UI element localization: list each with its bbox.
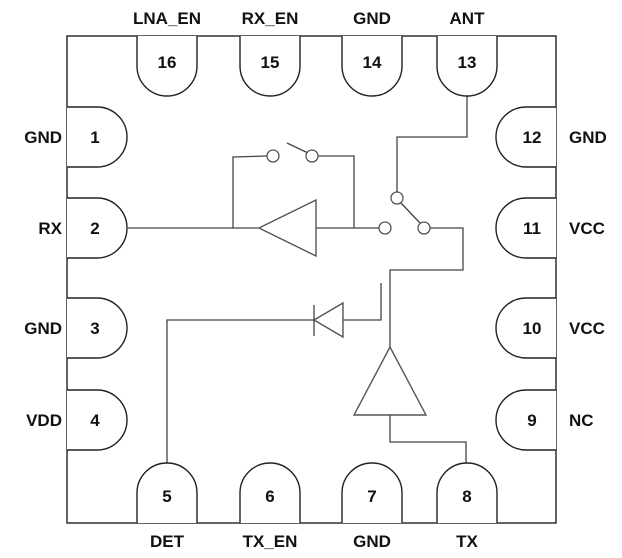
bypass-wire-right: [318, 155, 355, 228]
pin-11: 11 VCC: [495, 197, 605, 259]
pin-10: 10 VCC: [495, 297, 605, 359]
chip-body: [66, 35, 557, 524]
pin-pad: [67, 389, 128, 451]
pin-label: ANT: [450, 9, 486, 28]
pins: 16LNA_EN15RX_EN14GND13ANT5DET6TX_EN7GND8…: [24, 9, 607, 551]
pin-label: GND: [24, 128, 62, 147]
pin-pad: [495, 389, 556, 451]
pin-number: 11: [523, 219, 541, 238]
pin-number: 9: [527, 411, 536, 430]
pin-9: 9 NC: [495, 389, 594, 451]
tx-wire: [389, 415, 467, 463]
pin-2: 2 RX: [38, 197, 128, 259]
pin-8: 8TX: [436, 462, 498, 551]
detector-diode-symbol: [312, 301, 344, 339]
pin-4: 4 VDD: [26, 389, 128, 451]
pin-number: 10: [523, 319, 542, 338]
pin-pad: [136, 462, 198, 523]
pin-number: 3: [90, 319, 99, 338]
internal-circuit: [128, 96, 468, 463]
antenna-switch-rx-node: [378, 221, 392, 235]
pin-label: VCC: [569, 219, 605, 238]
pin-label: GND: [353, 532, 391, 551]
pin-number: 5: [162, 487, 171, 506]
bypass-switch-node-a: [266, 149, 280, 163]
pin-label: LNA_EN: [133, 9, 201, 28]
pin-label: VCC: [569, 319, 605, 338]
pin-number: 13: [458, 53, 477, 72]
pin-pad: [495, 197, 556, 259]
pin-number: 16: [158, 53, 177, 72]
pin-number: 15: [261, 53, 280, 72]
bypass-wire-left: [232, 155, 268, 228]
pin-pad: [67, 106, 128, 168]
antenna-switch-arm: [400, 202, 421, 224]
pin-pad: [341, 36, 403, 97]
pin-number: 12: [523, 128, 542, 147]
antenna-switch-common-node: [390, 191, 404, 205]
bypass-switch-arm: [286, 142, 309, 154]
pin-number: 14: [363, 53, 382, 72]
pin-label: NC: [569, 411, 594, 430]
pin-6: 6TX_EN: [239, 462, 301, 551]
pin-15: 15 RX_EN: [239, 9, 301, 97]
pin-pad: [67, 197, 128, 259]
pin-12: 12 GND: [495, 106, 607, 168]
pin-label: TX_EN: [243, 532, 298, 551]
pin-label: GND: [353, 9, 391, 28]
pin-number: 2: [90, 219, 99, 238]
pin-label: GND: [24, 319, 62, 338]
detector-tap-wire: [343, 283, 382, 321]
pin-pad: [136, 36, 198, 97]
pin-16: 16 LNA_EN: [133, 9, 201, 97]
ant-wire: [396, 96, 468, 192]
antenna-switch-tx-node: [417, 221, 431, 235]
pin-number: 7: [367, 487, 376, 506]
pin-pad: [67, 297, 128, 359]
pin-label: DET: [150, 532, 185, 551]
pin-pad: [495, 106, 556, 168]
bypass-switch-node-b: [305, 149, 319, 163]
pin-3: 3 GND: [24, 297, 128, 359]
pin-number: 1: [90, 128, 99, 147]
pin-pad: [239, 462, 301, 523]
pin-number: 4: [90, 411, 100, 430]
pin-pad: [436, 462, 498, 523]
pin-number: 8: [462, 487, 471, 506]
pin-pad: [239, 36, 301, 97]
pin-label: TX: [456, 532, 478, 551]
pin-label: RX_EN: [242, 9, 299, 28]
pin-1: 1 GND: [24, 106, 128, 168]
pin-pad: [436, 36, 498, 97]
pin-pad: [495, 297, 556, 359]
pin-number: 6: [265, 487, 274, 506]
pin-label: GND: [569, 128, 607, 147]
det-wire: [166, 319, 314, 463]
pin-label: RX: [38, 219, 62, 238]
pin-label: VDD: [26, 411, 62, 430]
pin-14: 14 GND: [341, 9, 403, 97]
pin-pad: [341, 462, 403, 523]
pin-13: 13 ANT: [436, 9, 498, 97]
pa-output-wire: [389, 227, 464, 347]
